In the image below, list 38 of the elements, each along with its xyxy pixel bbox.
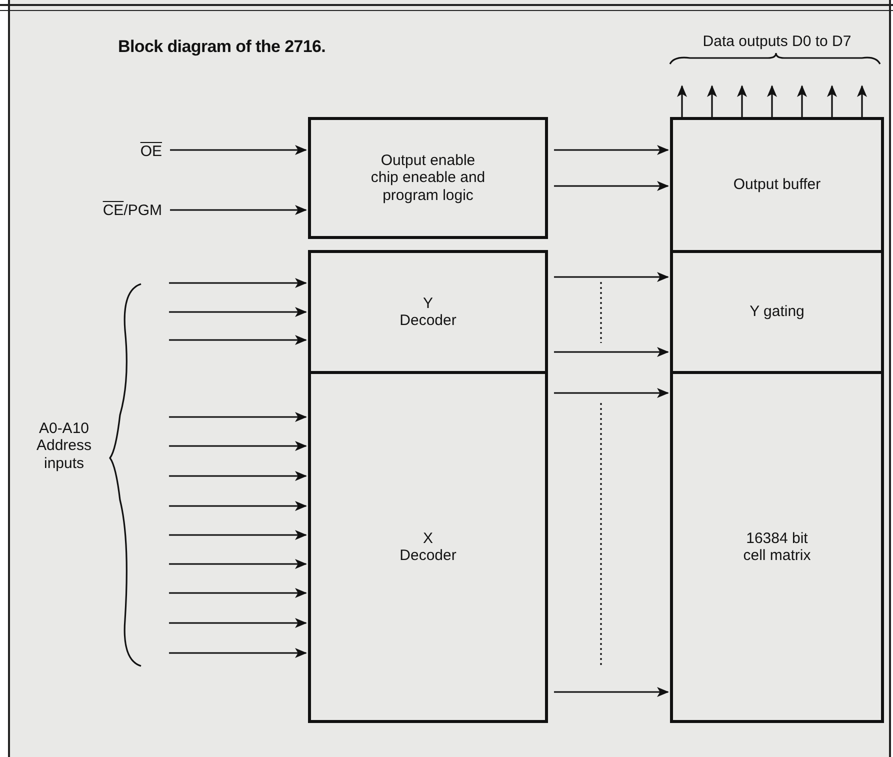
arrow: [554, 388, 669, 398]
block-box: Output buffer: [670, 117, 884, 253]
arrow: [554, 687, 669, 697]
bus-label: A0-A10 Address inputs: [35, 420, 93, 472]
arrow: [169, 441, 307, 451]
arrow: [707, 85, 717, 117]
bus-label: Data outputs D0 to D7: [702, 33, 852, 50]
arrow: [169, 618, 307, 628]
block-box: Y gating: [670, 250, 884, 374]
arrow: [737, 85, 747, 117]
arrow: [797, 85, 807, 117]
arrow: [170, 205, 307, 215]
arrow: [554, 145, 669, 155]
arrow: [767, 85, 777, 117]
arrow: [169, 648, 307, 658]
arrow: [827, 85, 837, 117]
arrow: [554, 347, 669, 357]
arrow: [169, 412, 307, 422]
arrow: [169, 471, 307, 481]
arrow: [554, 272, 669, 282]
signal-name: CE/PGM: [90, 199, 162, 221]
arrow: [554, 181, 669, 191]
block-box: Y Decoder: [308, 250, 548, 374]
block-box: X Decoder: [308, 371, 548, 723]
block-box: 16384 bit cell matrix: [670, 371, 884, 723]
arrow: [169, 501, 307, 511]
arrow: [169, 588, 307, 598]
arrow: [857, 85, 867, 117]
arrow: [169, 335, 307, 345]
diagram-title: Block diagram of the 2716.: [118, 37, 326, 57]
arrow: [677, 85, 687, 117]
arrow: [169, 559, 307, 569]
arrow: [169, 278, 307, 288]
arrow: [169, 307, 307, 317]
block-box: Output enable chip eneable and program logic: [308, 117, 548, 239]
signal-name: OE: [110, 140, 162, 162]
arrow: [169, 530, 307, 540]
arrow: [170, 145, 307, 155]
